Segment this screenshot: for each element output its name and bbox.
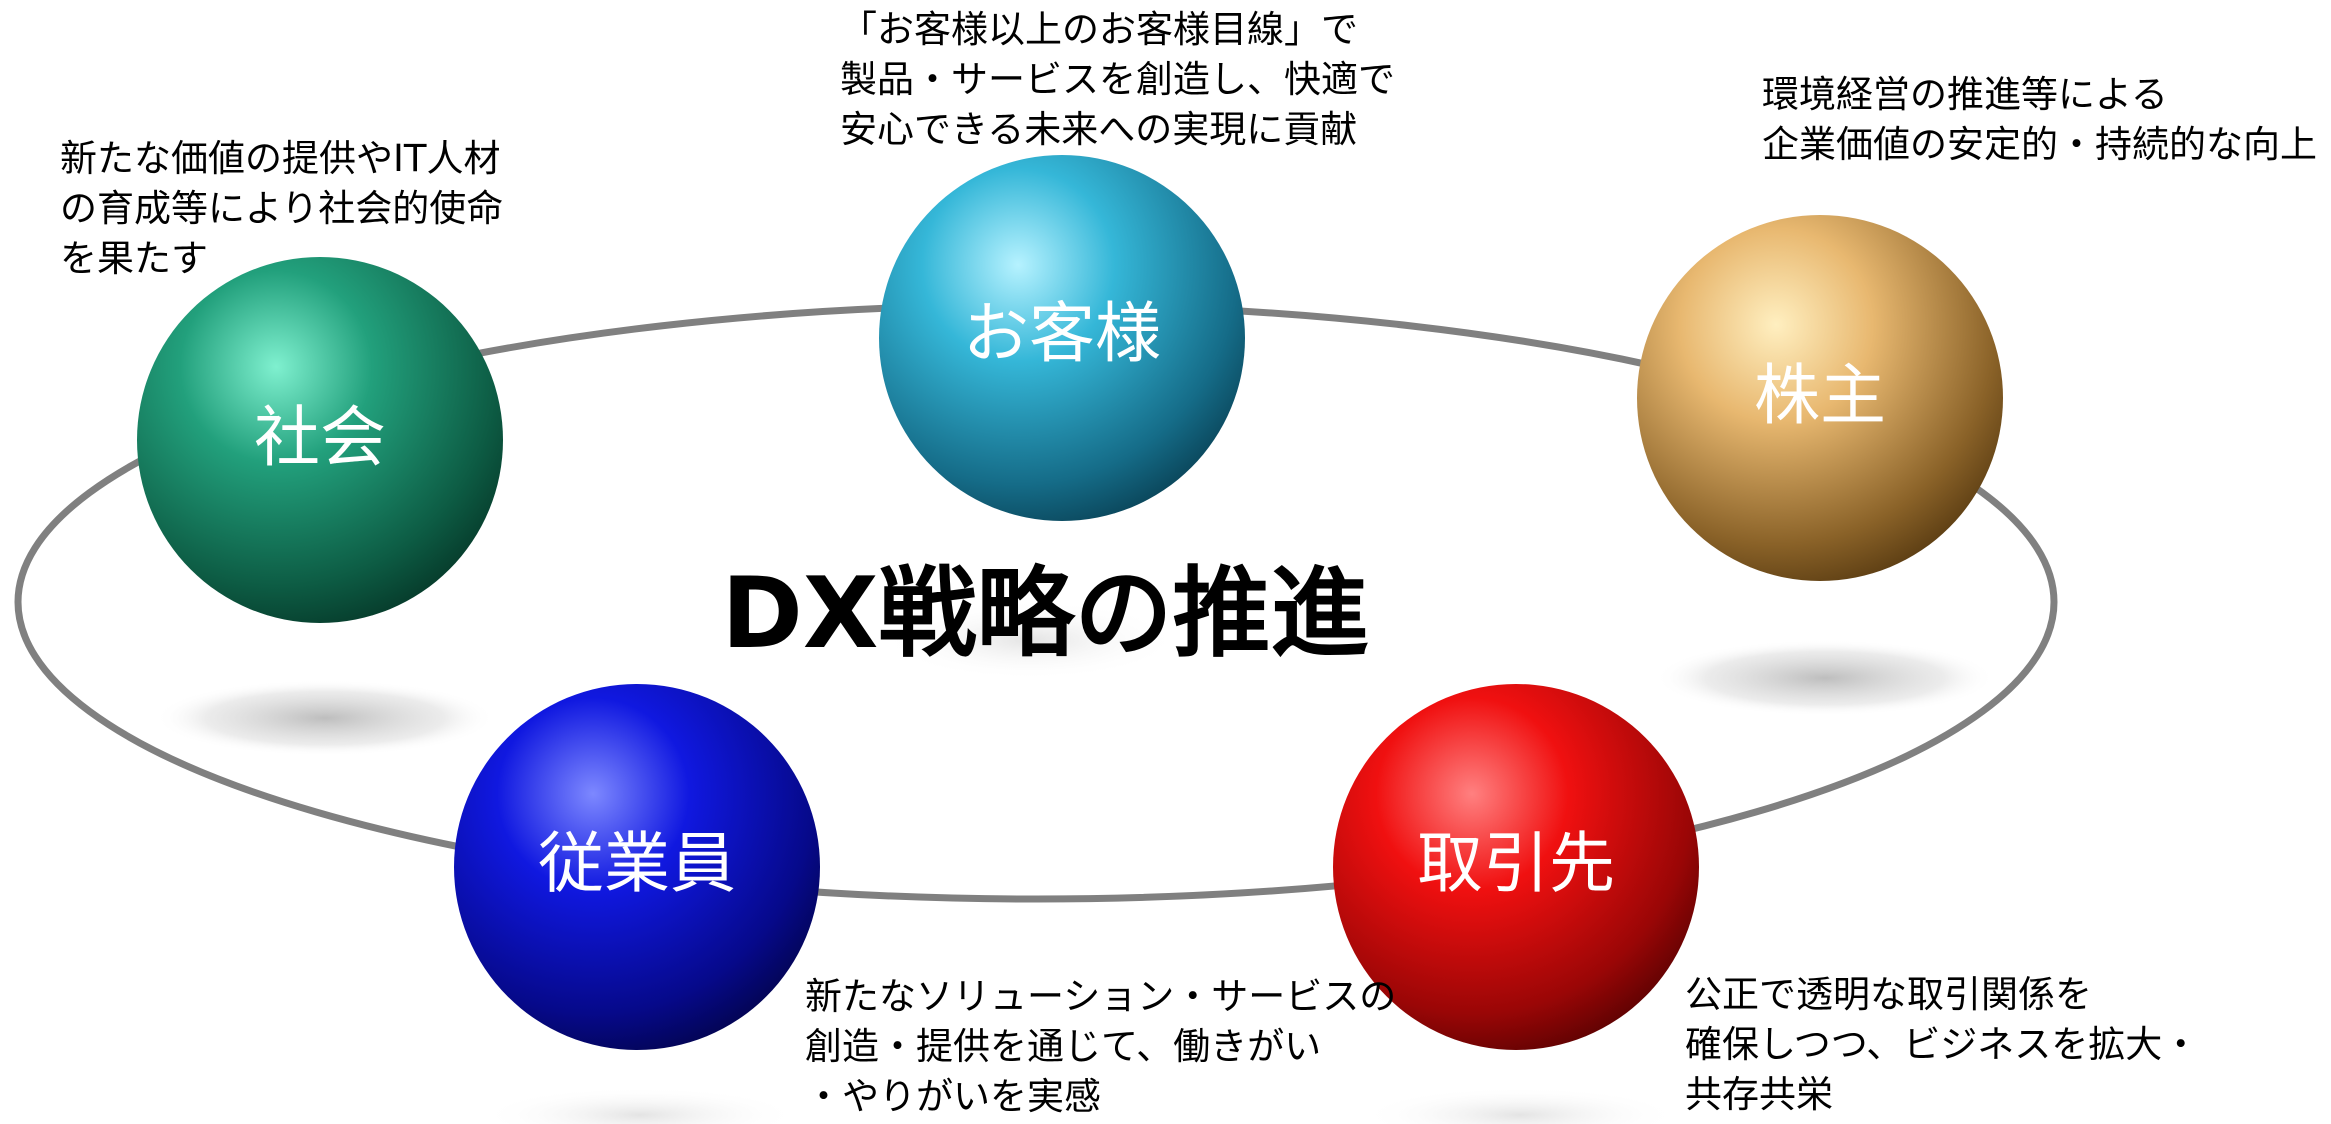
sphere-partners: 取引先 bbox=[1333, 684, 1699, 1050]
sphere-shadow bbox=[1360, 1087, 1680, 1124]
shareholders-description-line: 企業価値の安定的・持続的な向上 bbox=[1762, 123, 2317, 166]
partners-description-line: 確保しつつ、ビジネスを拡大・ bbox=[1685, 1023, 2200, 1066]
partners-description-line: 共存共栄 bbox=[1685, 1073, 1833, 1116]
society-label: 社会 bbox=[254, 399, 386, 476]
society-description-line: を果たす bbox=[60, 237, 208, 280]
society-description: 新たな価値の提供やIT人材 の育成等により社会的使命 を果たす bbox=[60, 134, 503, 284]
customers-description-line: 安心できる未来への実現に貢献 bbox=[840, 108, 1358, 151]
employees-description-line: 創造・提供を通じて、働きがい bbox=[805, 1025, 1322, 1068]
sphere-customers: お客様 bbox=[879, 155, 1245, 521]
employees-description-line: ・やりがいを実感 bbox=[805, 1075, 1101, 1118]
sphere-society: 社会 bbox=[137, 257, 503, 623]
sphere-shadow bbox=[1655, 640, 1995, 716]
employees-description: 新たなソリューション・サービスの 創造・提供を通じて、働きがい ・やりがいを実感 bbox=[805, 972, 1396, 1122]
sphere-shadow bbox=[155, 680, 495, 756]
center-title: DX戦略の推進 bbox=[722, 557, 1369, 671]
partners-description-line: 公正で透明な取引関係を bbox=[1685, 973, 2092, 1016]
sphere-employees: 従業員 bbox=[454, 684, 820, 1050]
shareholders-description: 環境経営の推進等による 企業価値の安定的・持続的な向上 bbox=[1762, 70, 2317, 170]
shareholders-description-line: 環境経営の推進等による bbox=[1762, 73, 2168, 116]
sphere-shareholders: 株主 bbox=[1637, 215, 2003, 581]
customers-description-line: 製品・サービスを創造し、快適で bbox=[840, 58, 1395, 101]
employees-label: 従業員 bbox=[538, 825, 736, 902]
employees-description-line: 新たなソリューション・サービスの bbox=[805, 975, 1397, 1018]
customers-description-line: 「お客様以上のお客様目線」で bbox=[840, 8, 1358, 51]
sphere-shadow bbox=[480, 1087, 800, 1124]
customers-description: 「お客様以上のお客様目線」で 製品・サービスを創造し、快適で 安心できる未来への… bbox=[840, 5, 1395, 155]
partners-label: 取引先 bbox=[1417, 825, 1615, 902]
sphere-shadow bbox=[880, 600, 1180, 680]
partners-description: 公正で透明な取引関係を 確保しつつ、ビジネスを拡大・ 共存共栄 bbox=[1685, 970, 2199, 1120]
society-description-line: 新たな価値の提供やIT人材 bbox=[60, 137, 501, 180]
customers-label: お客様 bbox=[963, 295, 1161, 372]
shareholders-label: 株主 bbox=[1754, 357, 1886, 434]
society-description-line: の育成等により社会的使命 bbox=[60, 187, 504, 230]
